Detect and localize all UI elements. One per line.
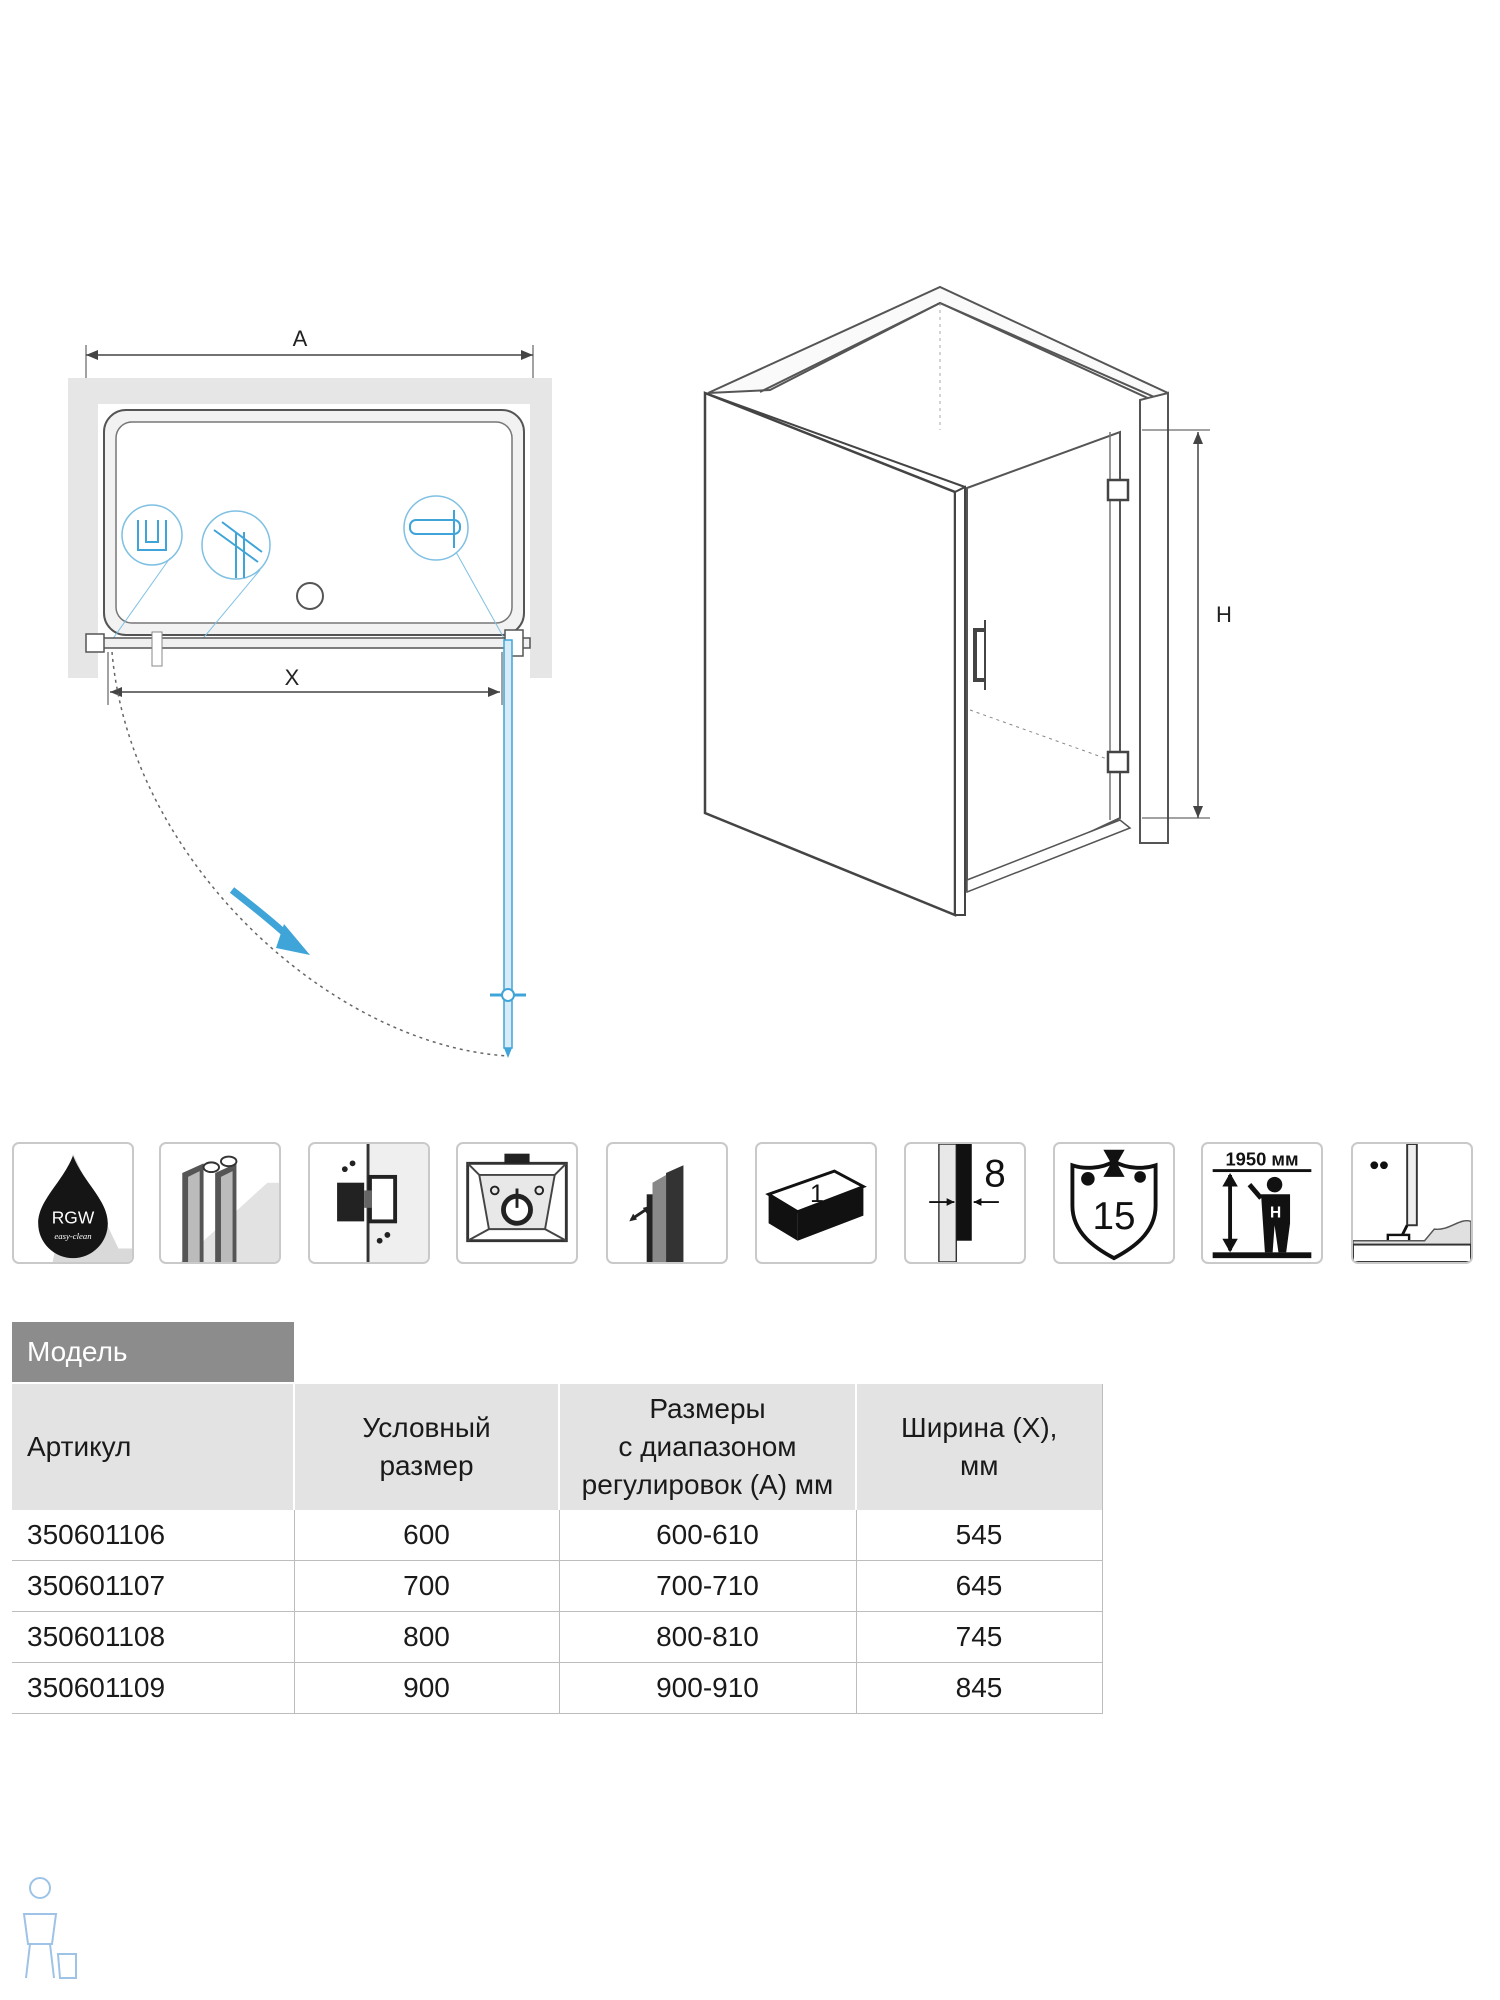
cell-article: 350601109 [12,1662,295,1714]
table-row: 350601108 800 800-810 745 [12,1611,1103,1663]
cell-article: 350601106 [12,1510,295,1561]
feature-icons-row: RGW easy-clean [12,1142,1492,1266]
table-row: 350601106 600 600-610 545 [12,1510,1103,1561]
cell-size-range: 800-810 [559,1611,857,1663]
wall-hinge-icon [308,1142,430,1264]
model-header: Модель [12,1322,294,1382]
easy-clean-label: easy-clean [54,1231,91,1241]
perspective-drawing: H [703,285,1232,917]
cell-width-x: 745 [856,1611,1103,1663]
height-1950-icon: 1950 мм H [1201,1142,1323,1264]
cell-article: 350601107 [12,1560,295,1612]
table-row: 350601109 900 900-910 845 [12,1662,1103,1714]
package-count: 1 [810,1180,824,1208]
cell-nominal-size: 700 [294,1560,560,1612]
dim-h-label: H [1216,602,1232,627]
cell-size-range: 600-610 [559,1510,857,1561]
cell-article: 350601108 [12,1611,295,1663]
cell-width-x: 545 [856,1510,1103,1561]
rgw-label: RGW [52,1207,95,1227]
height-value: 1950 мм [1225,1148,1298,1169]
threshold-seal-icon [1351,1142,1473,1264]
warranty-15-icon: 15 [1053,1142,1175,1264]
rgw-easy-clean-icon: RGW easy-clean [12,1142,134,1264]
cell-size-range: 700-710 [559,1560,857,1612]
wall-profile-adjustment-icon [606,1142,728,1264]
magnetic-seal-profile-icon [159,1142,281,1264]
one-package-icon: 1 [755,1142,877,1264]
cell-nominal-size: 600 [294,1510,560,1561]
cell-nominal-size: 900 [294,1662,560,1714]
cell-size-range: 900-910 [559,1662,857,1714]
shower-tray-icon [456,1142,578,1264]
dim-a-label: A [293,326,308,351]
warranty-years: 15 [1092,1195,1135,1238]
header-article: Артикул [12,1382,295,1510]
cell-width-x: 845 [856,1662,1103,1714]
header-width-x: Ширина (Х),мм [856,1382,1103,1510]
height-person-h: H [1270,1205,1281,1222]
dim-x-label: X [285,665,300,690]
glass-thickness-icon: 8 [904,1142,1026,1264]
thickness-value: 8 [984,1153,1006,1196]
cell-nominal-size: 800 [294,1611,560,1663]
plumber-logo-icon [22,1877,77,1979]
cell-width-x: 645 [856,1560,1103,1612]
table-row: 350601107 700 700-710 645 [12,1560,1103,1612]
top-view-drawing: A X [68,326,552,1058]
technical-drawing: A X [68,285,1232,1058]
